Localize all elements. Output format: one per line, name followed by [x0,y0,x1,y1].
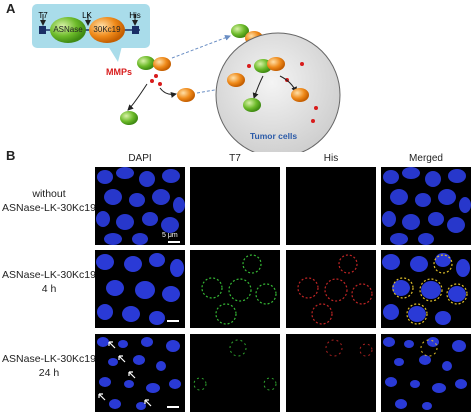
img-4h-his [286,250,376,328]
img-4h-t7 [190,250,280,328]
t7-label: T7 [38,11,48,20]
mmps-label: MMPs [106,67,133,77]
scale-bar [168,241,180,243]
col-header-his: His [323,153,339,164]
construct-bubble [32,4,150,62]
panel-a-schematic [32,4,341,152]
img-4h-dapi [95,250,185,328]
panel-a-label: A [6,1,16,16]
lk-label: LK [82,11,92,20]
kc19-label: 30Kc19 [93,25,121,34]
scale-bar-label: 5 μm [162,232,178,239]
asnase-ball [50,17,86,43]
img-4h-merged [381,250,471,328]
col-header-dapi: DAPI [128,153,152,164]
img-control-merged [381,167,471,245]
img-24h-his [286,334,376,412]
his-label: His [129,11,141,20]
col-header-t7: T7 [229,153,241,164]
img-control-t7 [190,167,280,245]
t7-tag [39,26,46,34]
img-control-his [286,167,376,245]
img-control-dapi [95,167,185,245]
img-24h-t7 [190,334,280,412]
tumor-cell-illustration [215,32,341,152]
tumor-cells-label: Tumor cells [250,131,298,141]
kc19-ball [89,17,125,43]
img-24h-merged [381,334,471,412]
asnase-label: ASNase [53,25,83,34]
col-header-merged: Merged [409,153,443,164]
his-tag [132,26,139,34]
panel-b-label: B [6,148,16,163]
img-24h-dapi [95,334,185,412]
